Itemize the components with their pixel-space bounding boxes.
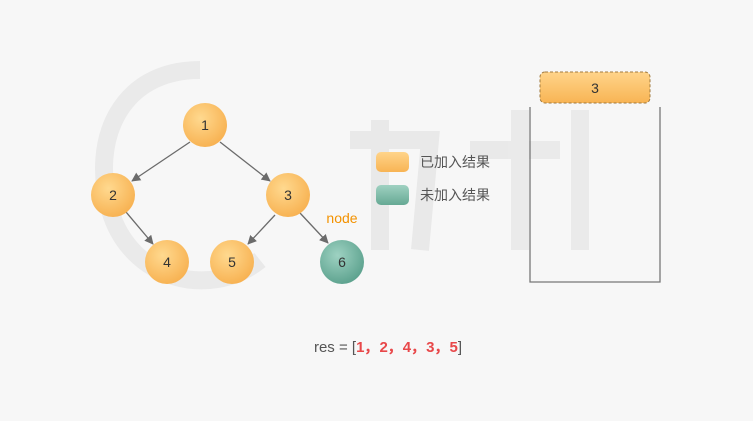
result-value-3: 4 [403,339,412,356]
node-2-label: 2 [109,187,117,203]
node-1-label: 1 [201,117,209,133]
node-pointer-label: node [326,210,357,226]
result-value-1: 1 [356,339,364,356]
result-line: res = [1，2，4，3，5] [314,339,462,356]
result-sep-3: ， [411,339,426,356]
stack-top-item: 3 [539,71,651,104]
result-sep-1: ， [364,339,379,356]
legend-not-added-label: 未加入结果 [420,188,490,204]
legend-added-swatch [376,152,409,172]
stack-container [529,107,661,283]
legend-added-label: 已加入结果 [420,155,490,171]
legend: 已加入结果 未加入结果 [376,152,490,205]
result-sep-4: ， [435,339,450,356]
node-6-label: 6 [338,254,346,270]
tree-node-6: 6 [320,240,364,284]
node-4-label: 4 [163,254,171,270]
result-value-4: 3 [426,339,434,356]
edge-1-3 [219,141,271,182]
result-value-2: 2 [379,339,387,356]
result-sep-2: ， [388,339,403,356]
tree-node-5: 5 [210,240,254,284]
result-suffix: ] [458,339,462,356]
node-5-label: 5 [228,254,236,270]
edge-3-6 [299,212,329,244]
edge-3-5 [247,214,276,245]
tree-node-3: 3 [266,173,310,217]
tree-node-2: 2 [91,173,135,217]
stack-item-label: 3 [591,80,599,96]
legend-not-added-swatch [376,185,409,205]
tree-node-1: 1 [183,103,227,147]
tree-edges [125,141,329,245]
edge-2-4 [125,211,154,245]
result-prefix: res = [ [314,339,357,356]
edge-1-2 [131,141,191,182]
tree-node-4: 4 [145,240,189,284]
result-value-5: 5 [450,339,458,356]
node-3-label: 3 [284,187,292,203]
